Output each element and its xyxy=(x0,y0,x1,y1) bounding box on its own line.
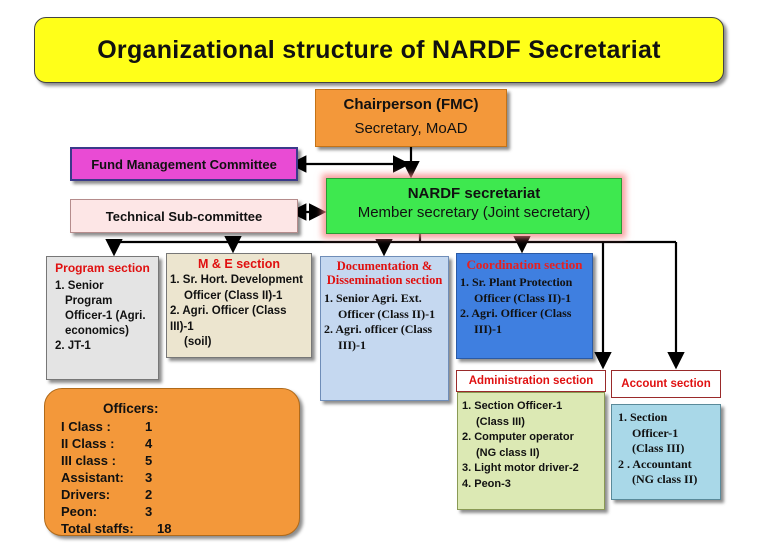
account-item: (Class III) xyxy=(632,441,685,455)
officer-row: Drivers: 2 xyxy=(61,487,152,502)
documentation-item: 1. Senior Agri. Ext. xyxy=(324,291,422,305)
officers-heading: Officers: xyxy=(103,401,159,416)
chairperson-role: Secretary, MoAD xyxy=(354,120,468,137)
administration-item: 1. Section Officer-1 xyxy=(462,400,563,412)
coordination-item: 2. Agri. Officer (Class xyxy=(460,306,572,320)
administration-item: (NG class II) xyxy=(476,446,540,459)
administration-item: 3. Light motor driver-2 xyxy=(462,462,579,474)
documentation-section-title: Documentation & xyxy=(336,259,433,273)
program-section-title: Program section xyxy=(55,261,150,275)
documentation-item: Officer (Class II)-1 xyxy=(338,306,436,321)
program-item: Program xyxy=(65,295,113,307)
technical-sub-committee-label: Technical Sub-committee xyxy=(105,208,263,224)
officer-row: Assistant: 3 xyxy=(61,470,152,485)
administration-item: 4. Peon-3 xyxy=(462,477,511,490)
account-item: 2 . Accountant xyxy=(618,456,692,471)
officers-summary-box: Officers: I Class : 1 II Class : 4 III c… xyxy=(44,388,300,536)
nardf-secretariat-box: NARDF secretariat Member secretary (Join… xyxy=(326,178,622,234)
program-item: 1. Senior xyxy=(55,280,104,292)
diagram-title: Organizational structure of NARDF Secret… xyxy=(34,17,724,83)
title-text: Organizational structure of NARDF Secret… xyxy=(97,35,661,64)
coordination-section-box: Coordination section 1. Sr. Plant Protec… xyxy=(456,253,593,359)
me-item: Officer (Class II)-1 xyxy=(184,289,283,302)
officer-row-value: 2 xyxy=(145,487,153,502)
officer-row-value: 1 xyxy=(145,419,153,434)
officer-row-label: Peon: xyxy=(61,504,98,519)
program-item: economics) xyxy=(65,325,129,337)
technical-sub-committee-box: Technical Sub-committee xyxy=(70,199,298,233)
officer-row-label: II Class : xyxy=(61,436,115,451)
officer-row-value: 18 xyxy=(157,521,172,536)
account-item: 1. Section xyxy=(618,410,668,424)
program-section-box: Program section 1. Senior Program Office… xyxy=(46,256,159,380)
fund-management-committee-label: Fund Management Committee xyxy=(91,156,277,172)
me-item: 2. Agri. Officer (Class III)-1 xyxy=(170,305,287,333)
officer-row-value: 3 xyxy=(145,470,153,485)
fund-management-committee-box: Fund Management Committee xyxy=(70,147,298,181)
chairperson-box: Chairperson (FMC) Secretary, MoAD xyxy=(315,89,507,147)
coordination-item: Officer (Class II)-1 xyxy=(474,290,572,305)
account-section-title: Account section xyxy=(621,378,711,390)
officer-row-label: III class : xyxy=(61,453,116,468)
me-section-box: M & E section 1. Sr. Hort. Development O… xyxy=(166,253,312,358)
documentation-item: III)-1 xyxy=(338,337,367,352)
officer-row-label: Drivers: xyxy=(61,487,111,502)
account-section-box: 1. Section Officer-1 (Class III) 2 . Acc… xyxy=(611,404,721,500)
secretariat-label: NARDF secretariat xyxy=(407,185,541,202)
me-section-title: M & E section xyxy=(198,257,280,271)
officer-row: III class : 5 xyxy=(61,453,152,468)
coordination-item: III)-1 xyxy=(474,321,503,336)
administration-section-title: Administration section xyxy=(468,375,594,387)
program-item: 2. JT-1 xyxy=(55,340,91,352)
me-item: (soil) xyxy=(184,336,212,348)
me-item: 1. Sr. Hort. Development xyxy=(170,274,303,286)
chairperson-label: Chairperson (FMC) xyxy=(343,96,479,113)
administration-section-box: 1. Section Officer-1 (Class III) 2. Comp… xyxy=(457,392,605,510)
officer-row-label: Assistant: xyxy=(61,470,124,485)
administration-item: (Class III) xyxy=(476,415,525,428)
officer-row-label: I Class : xyxy=(61,419,111,434)
officer-row: Peon: 3 xyxy=(61,504,152,519)
officer-row: Total staffs: 18 xyxy=(61,521,171,536)
administration-section-header: Administration section xyxy=(456,370,606,392)
officer-row-value: 5 xyxy=(145,453,153,468)
officer-row: II Class : 4 xyxy=(61,436,152,451)
account-item: Officer-1 xyxy=(632,425,679,440)
documentation-item: 2. Agri. officer (Class xyxy=(324,322,433,336)
officer-row: I Class : 1 xyxy=(61,419,152,434)
administration-item: 2. Computer operator xyxy=(462,431,574,443)
documentation-section-box: Documentation & Dissemination section 1.… xyxy=(320,256,449,401)
account-item: (NG class II) xyxy=(632,472,698,486)
secretariat-role: Member secretary (Joint secretary) xyxy=(357,204,591,221)
officer-row-value: 4 xyxy=(145,436,153,451)
officer-row-value: 3 xyxy=(145,504,153,519)
account-section-header: Account section xyxy=(611,370,721,398)
officer-row-label: Total staffs: xyxy=(61,521,134,536)
coordination-item: 1. Sr. Plant Protection xyxy=(460,275,573,289)
documentation-section-subtitle: Dissemination section xyxy=(326,273,443,287)
program-item: Officer-1 (Agri. xyxy=(65,310,146,322)
coordination-section-title: Coordination section xyxy=(466,257,583,272)
